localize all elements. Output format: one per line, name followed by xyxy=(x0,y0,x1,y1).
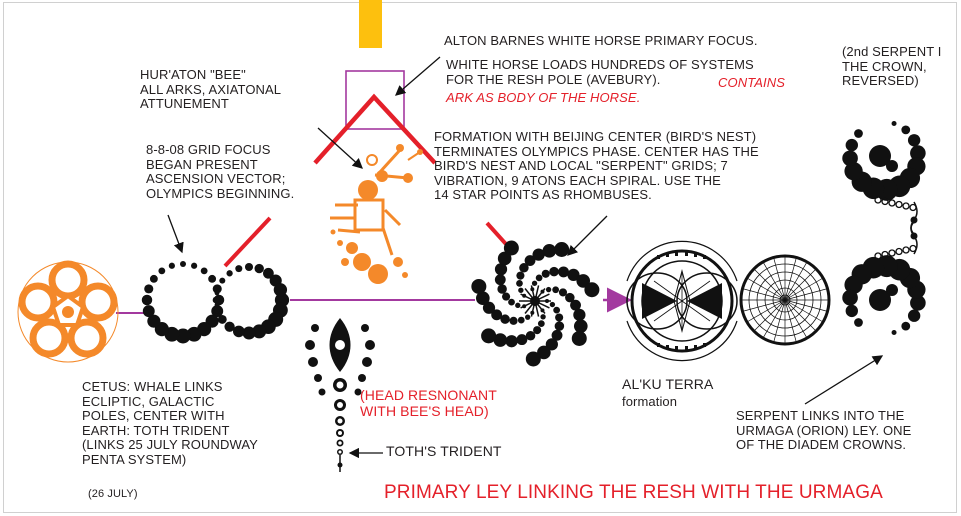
yellow-marker-bar xyxy=(359,0,382,48)
pointer-serpent xyxy=(805,356,882,404)
label-alton: ALTON BARNES WHITE HORSE PRIMARY FOCUS. xyxy=(444,34,758,49)
alku-terra-formation xyxy=(627,241,737,360)
label-toth-trident: TOTH'S TRIDENT xyxy=(386,444,502,460)
red-line-infinity xyxy=(225,218,270,266)
label-grid-focus: 8-8-08 GRID FOCUS BEGAN PRESENT ASCENSIO… xyxy=(146,143,294,201)
label-july26: (26 JULY) xyxy=(88,488,138,500)
label-alku-title: AL'KU TERRA xyxy=(622,377,713,393)
label-alku-sub: formation xyxy=(622,395,677,410)
beijing-formation xyxy=(471,241,599,367)
label-head-resonant: (HEAD RESNONANT WITH BEE'S HEAD) xyxy=(360,388,497,419)
serpent-formation-bottom xyxy=(842,217,925,335)
pointer-beijing xyxy=(568,216,607,255)
label-cetus: CETUS: WHALE LINKS ECLIPTIC, GALACTIC PO… xyxy=(82,380,258,467)
label-primary-ley: PRIMARY LEY LINKING THE RESH WITH THE UR… xyxy=(384,482,883,503)
cetus-glyph xyxy=(18,262,118,362)
pointer-grid xyxy=(168,215,182,252)
bee-formation xyxy=(330,144,423,284)
web-circle-formation xyxy=(741,256,829,344)
infinity-ring-formation xyxy=(142,261,289,344)
label-serpent-crown: (2nd SERPENT I THE CROWN, REVERSED) xyxy=(842,45,941,89)
pointer-horse xyxy=(396,57,440,95)
label-contains-ark: CONTAINS ARK AS BODY OF THE HORSE. xyxy=(446,76,785,105)
label-serpent-links: SERPENT LINKS INTO THE URMAGA (ORION) LE… xyxy=(736,409,911,453)
label-beijing: FORMATION WITH BEIJING CENTER (BIRD'S NE… xyxy=(434,130,759,203)
label-huraton: HUR'ATON "BEE" ALL ARKS, AXIATONAL ATTUN… xyxy=(140,68,281,112)
